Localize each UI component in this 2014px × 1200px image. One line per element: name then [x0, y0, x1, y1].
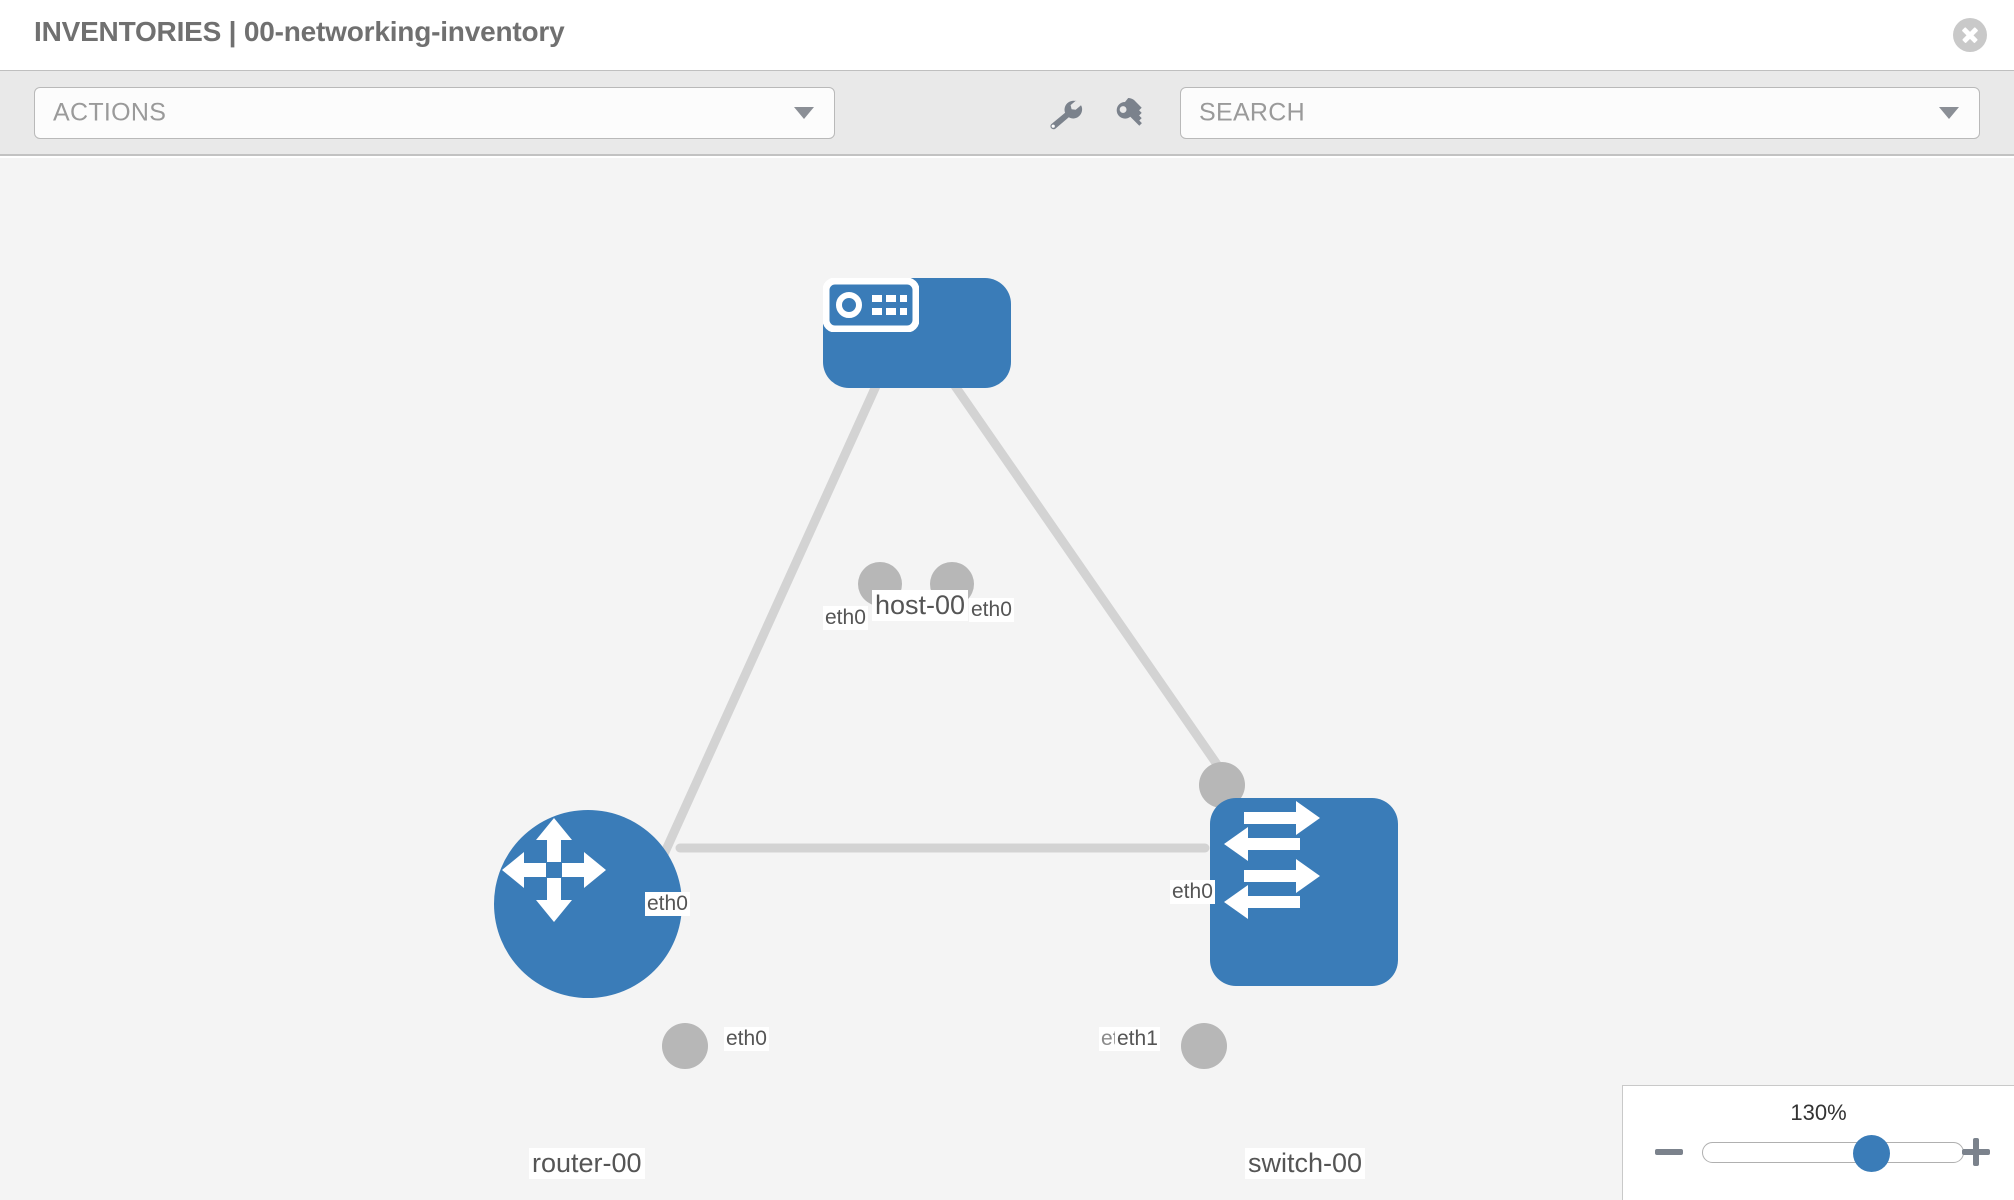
- link-host-switch: [950, 381, 1237, 791]
- actions-dropdown[interactable]: ACTIONS: [34, 87, 835, 139]
- if-label-host-right: eth0: [969, 598, 1014, 622]
- key-icon[interactable]: [1110, 98, 1152, 134]
- node-router-00-shape[interactable]: [494, 810, 682, 998]
- zoom-control-panel: 130%: [1622, 1085, 2014, 1200]
- if-label-switch-left: eth1: [1115, 1027, 1160, 1051]
- search-input[interactable]: SEARCH: [1180, 87, 1980, 139]
- if-label-switch-up: eth0: [1170, 880, 1215, 904]
- zoom-in-button[interactable]: [1962, 1138, 1990, 1166]
- chevron-down-icon: [794, 107, 814, 119]
- zoom-slider-thumb[interactable]: [1852, 1135, 1890, 1172]
- node-host-00-label: host-00: [872, 590, 969, 621]
- node-switch-00-label: switch-00: [1245, 1148, 1366, 1179]
- node-router-00-label: router-00: [529, 1148, 645, 1179]
- if-label-router-up: eth0: [645, 892, 690, 916]
- router-icon: [502, 818, 606, 922]
- topology-graph: host-00 router-00 switch-00 eth0 eth0 et…: [0, 158, 2014, 1200]
- page-title: INVENTORIES | 00-networking-inventory: [34, 16, 565, 47]
- switch-icon: [1224, 801, 1320, 919]
- zoom-slider[interactable]: [1702, 1135, 1964, 1172]
- nub-router-right: [662, 1023, 708, 1069]
- nub-switch-left: [1181, 1023, 1227, 1069]
- link-host-router: [646, 381, 881, 888]
- topology-canvas[interactable]: host-00 router-00 switch-00 eth0 eth0 et…: [0, 158, 2014, 1200]
- close-icon[interactable]: [1953, 18, 1987, 52]
- search-placeholder: SEARCH: [1199, 98, 1305, 127]
- toolbar: ACTIONS SEARCH: [0, 71, 2014, 156]
- if-label-host-left: eth0: [823, 606, 868, 630]
- zoom-level-label: 130%: [1790, 1100, 1847, 1125]
- node-host-00-shape[interactable]: [823, 278, 1011, 388]
- if-label-router-right: eth0: [724, 1027, 769, 1051]
- zoom-out-button[interactable]: [1655, 1138, 1683, 1166]
- server-icon: [823, 278, 919, 332]
- actions-dropdown-label: ACTIONS: [53, 98, 167, 127]
- page-header: INVENTORIES | 00-networking-inventory: [0, 0, 2014, 71]
- node-switch-00-shape[interactable]: [1210, 798, 1398, 986]
- search-chevron-down-icon[interactable]: [1939, 107, 1959, 119]
- topology-links: [646, 381, 1237, 888]
- wrench-icon[interactable]: [1043, 98, 1085, 134]
